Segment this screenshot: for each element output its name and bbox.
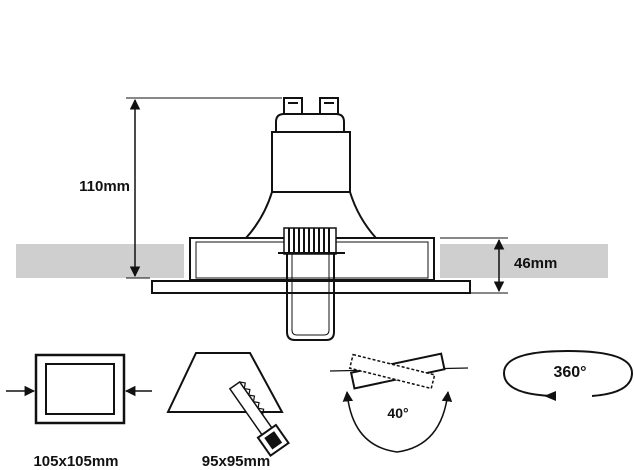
- saw-cutout-label: 95x95mm: [202, 453, 270, 470]
- gu10-lamp: [243, 97, 379, 239]
- height-recessed-label: 46mm: [514, 255, 557, 272]
- ceiling: [16, 244, 608, 278]
- rotation-360-label: 360°: [553, 364, 586, 381]
- lamp-base: [275, 113, 345, 133]
- spring-clip-leg: [286, 248, 335, 341]
- rotation-360-icon: 360°: [502, 349, 634, 401]
- lamp-pin-right: [319, 97, 339, 115]
- tilt-angle-icon: 40°: [329, 352, 469, 453]
- ceiling-right: [440, 244, 608, 278]
- lamp-neck: [271, 131, 351, 193]
- dimension-height-total: 110mm: [79, 97, 282, 279]
- square-cutout-icon: 105x105mm: [6, 353, 152, 470]
- square-cutout-label: 105x105mm: [33, 453, 118, 470]
- dimension-height-recessed: 46mm: [440, 237, 557, 294]
- lamp-pin-left: [283, 97, 303, 115]
- spring-clip: [278, 227, 345, 341]
- saw-cutout-icon: 95x95mm: [166, 352, 290, 470]
- ceiling-left: [16, 244, 184, 278]
- trim-flange: [151, 280, 471, 294]
- tilt-angle-label: 40°: [387, 405, 408, 421]
- height-total-label: 110mm: [79, 178, 130, 195]
